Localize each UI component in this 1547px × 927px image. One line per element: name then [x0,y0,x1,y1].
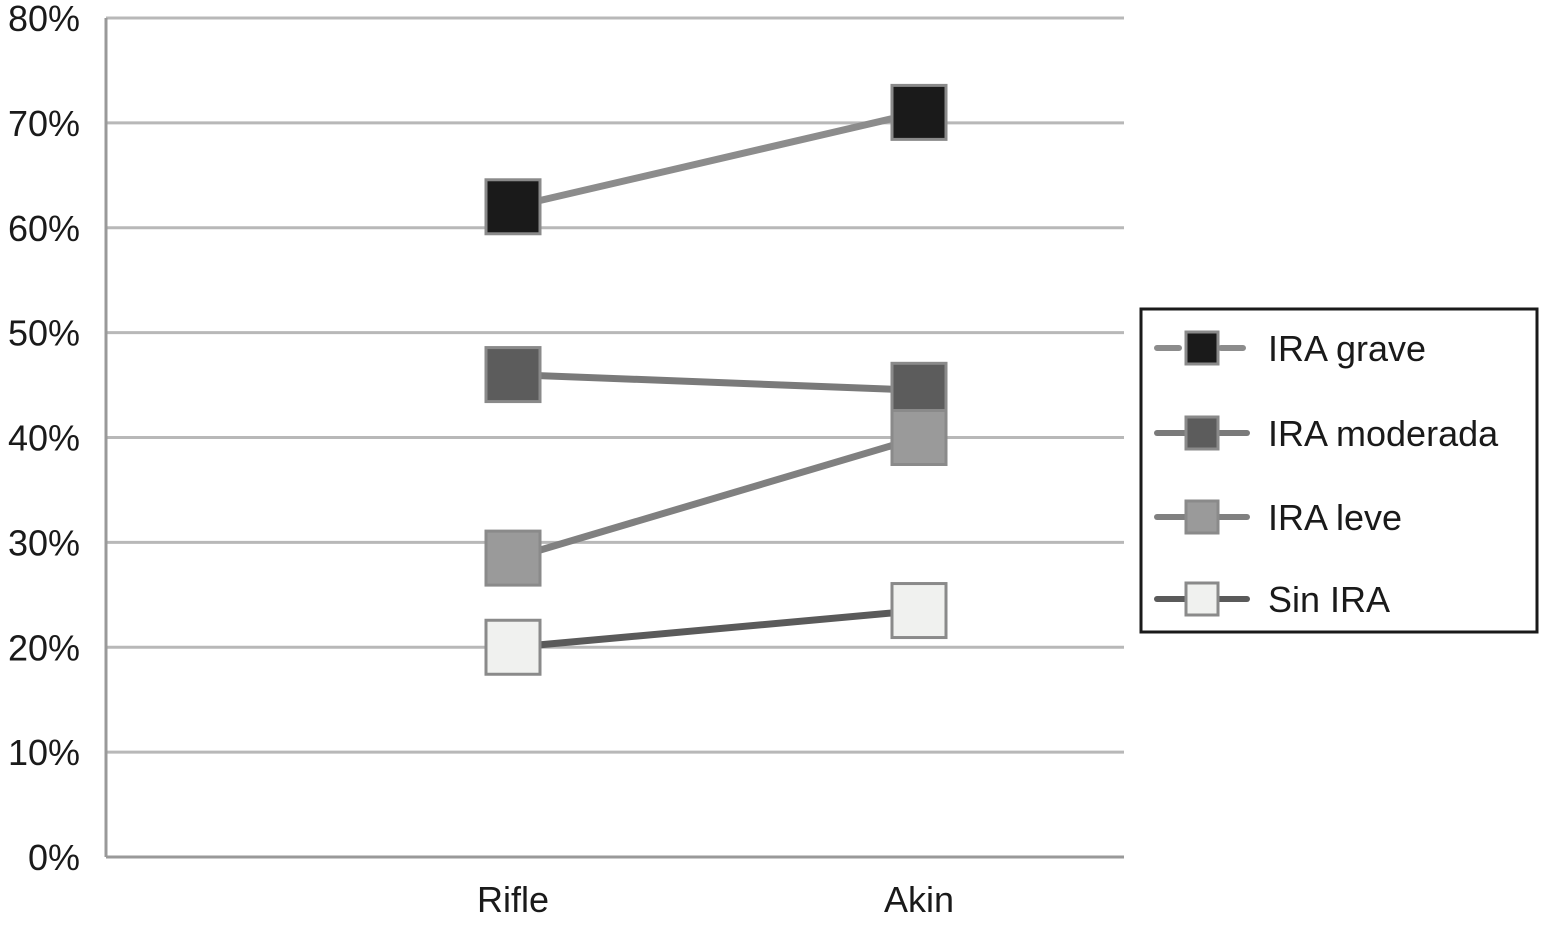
y-tick-label: 20% [8,627,80,668]
y-tick-label: 80% [8,0,80,39]
y-tick-label: 70% [8,103,80,144]
x-axis-category-labels: Rifle Akin [477,879,954,920]
data-point-marker [484,529,542,587]
y-tick-label: 30% [8,522,80,563]
series-line [509,607,923,651]
legend-label: IRA leve [1268,497,1402,538]
y-tick-label: 50% [8,313,80,354]
data-point-marker [890,409,948,466]
data-point-marker [890,83,948,141]
legend-marker-swatch [1184,499,1220,535]
data-point-marker [484,618,542,676]
data-point-marker [484,178,542,236]
gridlines [106,16,1124,754]
series-line [509,108,923,211]
series-lines [509,108,923,651]
y-tick-label: 0% [28,837,80,878]
series-line [509,434,923,562]
y-tick-label: 40% [8,418,80,459]
legend-label: IRA grave [1268,328,1426,369]
data-point-marker [484,346,542,404]
y-tick-label: 10% [8,732,80,773]
y-axis-tick-labels: 0% 10% 20% 30% 40% 50% 60% 70% 80% [8,0,80,878]
axes [104,18,1124,859]
data-point-marker [890,582,948,640]
x-category-label: Akin [884,879,954,920]
x-category-label: Rifle [477,879,549,920]
series-markers [484,83,948,676]
legend-marker-swatch [1184,581,1220,617]
data-point-marker [890,361,948,419]
legend-label: Sin IRA [1268,579,1390,620]
legend-marker-swatch [1184,415,1220,451]
legend-label: IRA moderada [1268,413,1499,454]
legend-marker-swatch [1184,330,1220,366]
series-line [509,371,923,394]
y-tick-label: 60% [8,208,80,249]
